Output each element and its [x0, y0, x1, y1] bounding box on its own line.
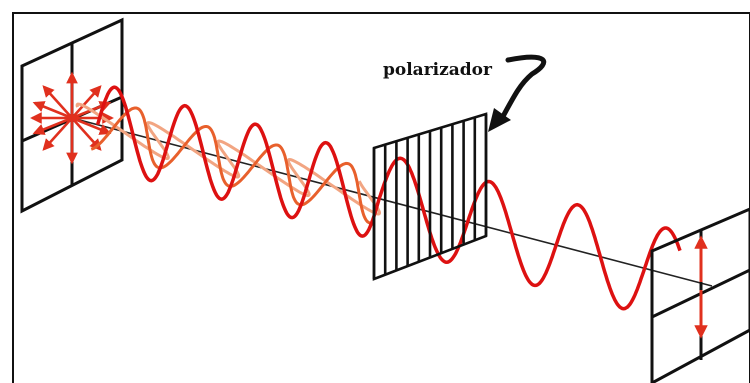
unpolarized-arrow [32, 116, 73, 135]
polarizer-pointer-arrow [497, 54, 547, 125]
unpolarized-wave-vertical [95, 85, 381, 238]
propagation-axis [71, 117, 713, 287]
unpolarized-arrow [71, 116, 112, 135]
unpolarized-wave-diagonal [75, 102, 381, 216]
unpolarized-arrow [42, 117, 73, 151]
polarizer-label: polarizador [383, 60, 493, 80]
unpolarized-arrow [32, 101, 73, 120]
unpolarized-arrow [42, 85, 73, 119]
unpolarized-arrow [71, 117, 102, 151]
polarizer-grid [372, 112, 488, 281]
figure-frame [12, 12, 750, 383]
unpolarized-arrow [71, 85, 102, 119]
pointer-arrow-head [488, 108, 511, 132]
